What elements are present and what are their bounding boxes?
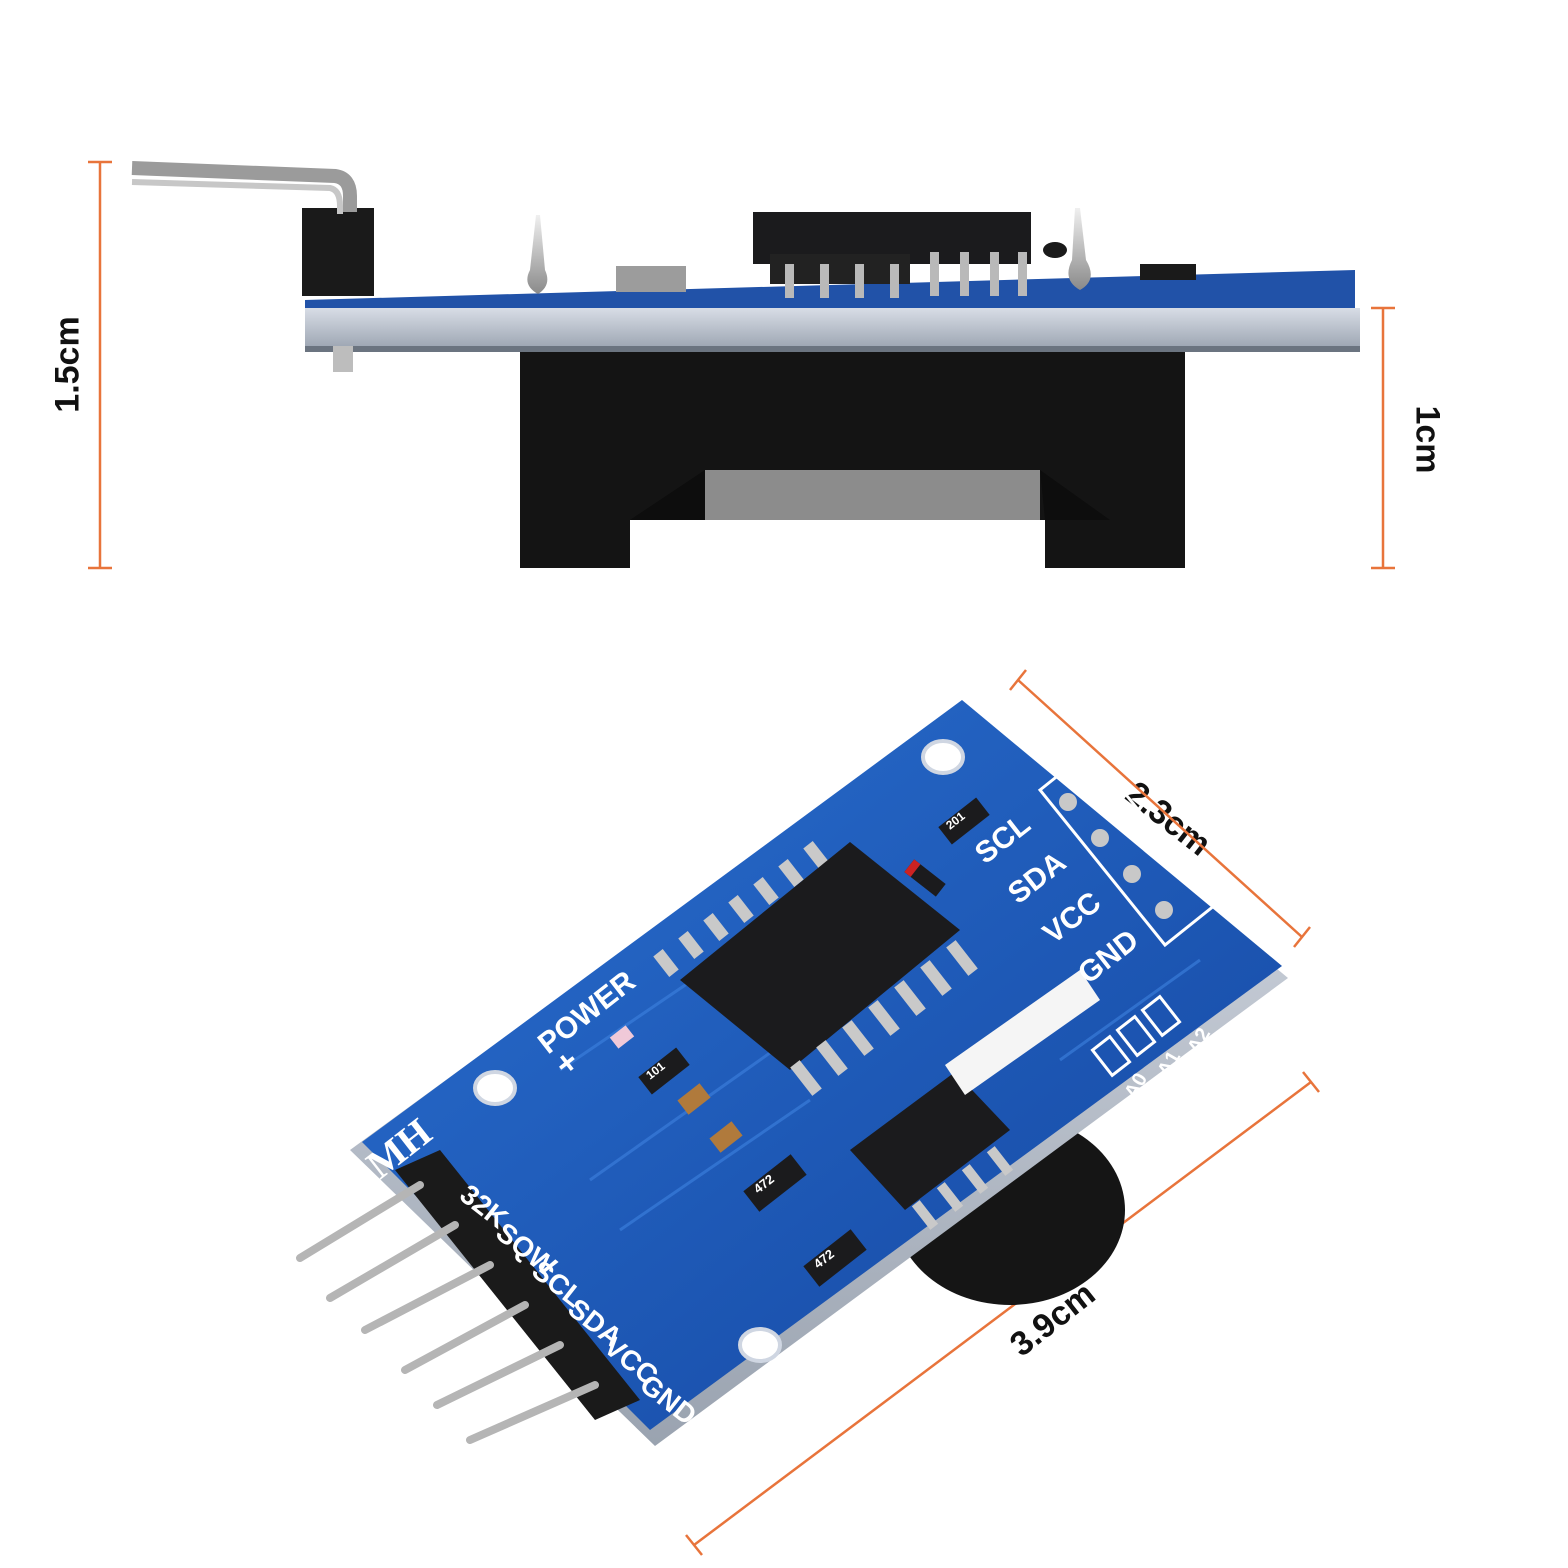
- top-view: MH POWER + 32K SQW SCL SDA VCC GND SCL S…: [296, 669, 1320, 1556]
- battery-holder: [520, 352, 1185, 568]
- pcb-top: [350, 700, 1288, 1446]
- i2c-pad-row: [1037, 747, 1218, 948]
- pcb-side: [305, 270, 1360, 352]
- length-dimension-line: [685, 1071, 1320, 1556]
- power-led: [609, 1025, 635, 1049]
- header-pins-top: [296, 1150, 640, 1444]
- rtc-chip-top: [653, 841, 978, 1096]
- crystal-side: [616, 266, 686, 292]
- label-area: [945, 970, 1100, 1095]
- capacitor: [677, 1083, 711, 1115]
- height-pcb-dimension-line: [1371, 306, 1395, 570]
- battery-tab-left: [527, 215, 548, 294]
- width-dimension-line: [1009, 669, 1311, 948]
- battery-tab-right: [1068, 208, 1091, 290]
- resistor-472: 472: [803, 1229, 867, 1287]
- mounting-hole: [921, 739, 965, 775]
- ic-legs-side: [785, 252, 1027, 298]
- diode-band: [904, 859, 921, 877]
- header-side: [131, 161, 374, 372]
- eeprom-chip-top: [850, 1072, 1014, 1230]
- mounting-hole: [473, 1070, 517, 1106]
- diode-side: [1043, 242, 1067, 258]
- mounting-hole: [738, 1327, 782, 1363]
- address-jumpers: [1090, 994, 1182, 1078]
- height-total-dimension-line: [88, 160, 112, 570]
- resistor-side: [1140, 264, 1196, 280]
- capacitor: [709, 1121, 743, 1153]
- side-view: [88, 160, 1395, 570]
